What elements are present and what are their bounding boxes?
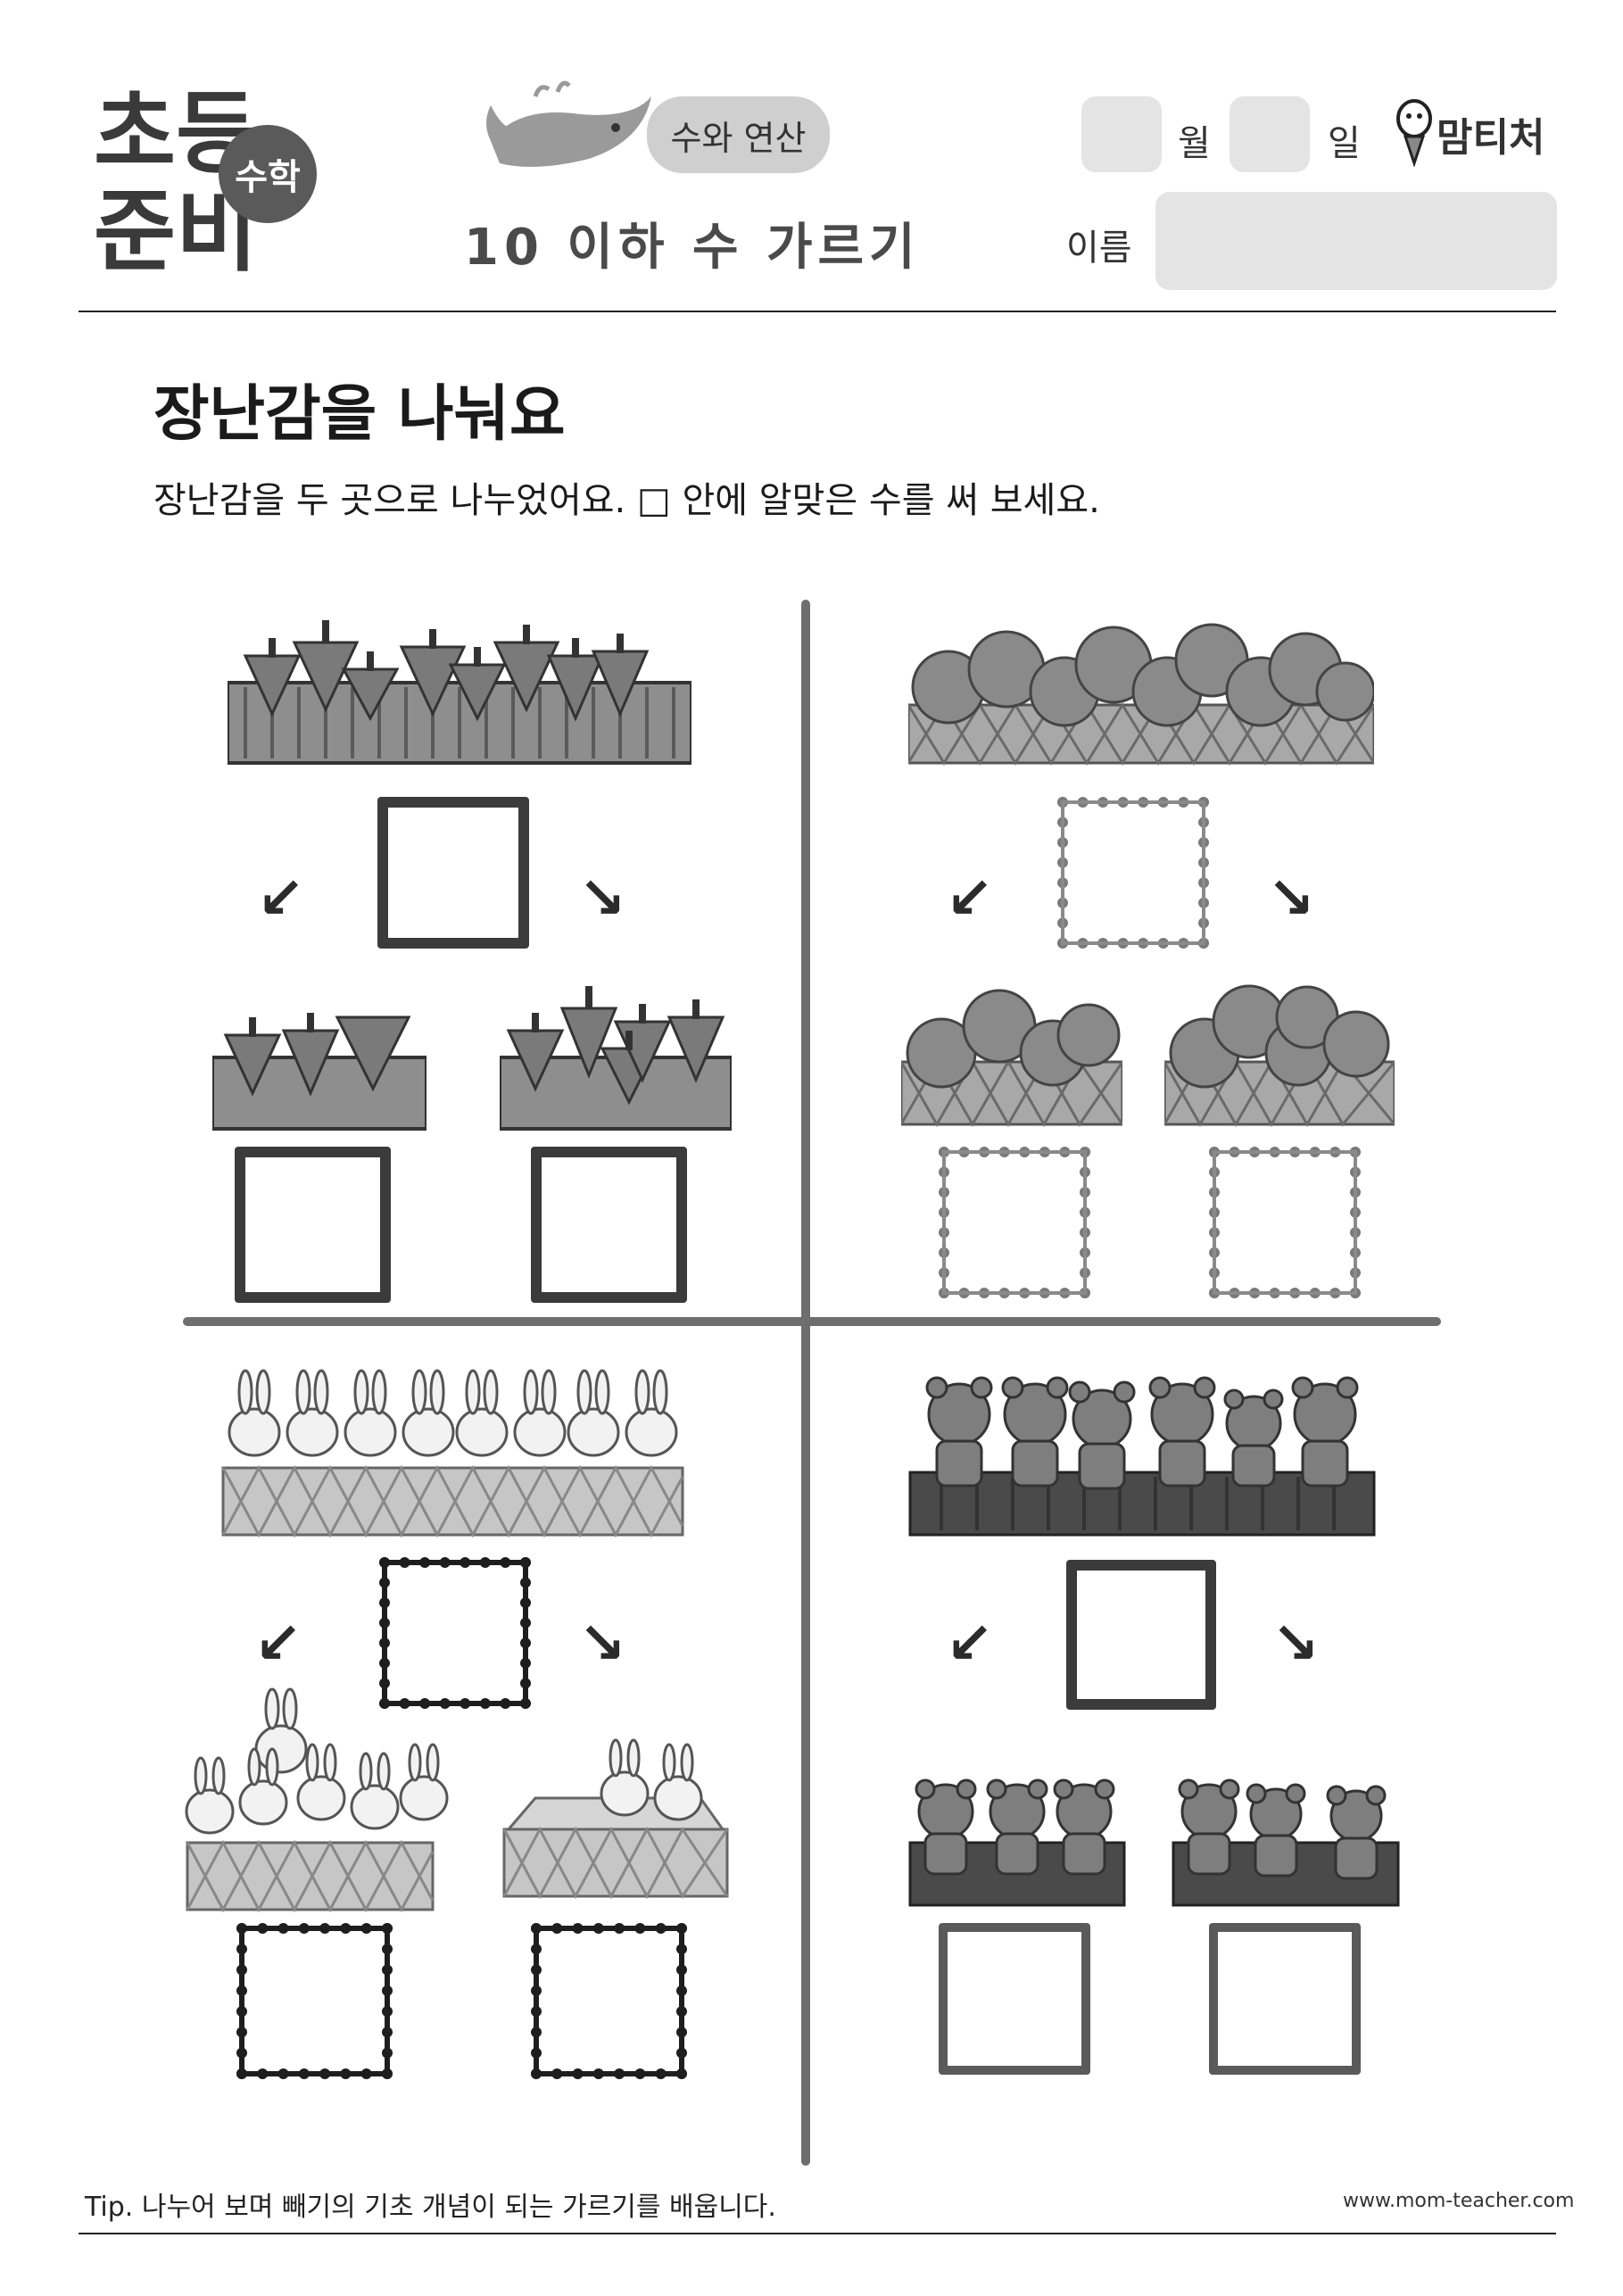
rabbits-total-box[interactable] bbox=[379, 1557, 531, 1709]
bears-tray-left bbox=[908, 1778, 1126, 1907]
header-divider bbox=[79, 311, 1556, 312]
page-title: 장난감을 나눠요 bbox=[153, 379, 566, 450]
balls-tray-full bbox=[908, 623, 1374, 766]
footer-divider bbox=[79, 2233, 1556, 2234]
rabbits-tray-right bbox=[502, 1738, 729, 1900]
pencil-mascot-icon bbox=[1396, 99, 1432, 168]
tops-tray-left bbox=[212, 1013, 426, 1131]
brand-name: 맘티처 bbox=[1437, 115, 1545, 161]
logo-badge: 수학 bbox=[219, 125, 317, 223]
category-pill: 수와 연산 bbox=[647, 96, 830, 173]
arrow-down-right-icon: ↘ bbox=[1271, 1611, 1320, 1677]
tops-total-box[interactable] bbox=[377, 797, 529, 949]
month-label: 월 bbox=[1178, 123, 1211, 164]
tops-right-box[interactable] bbox=[531, 1147, 687, 1303]
bears-right-box[interactable] bbox=[1209, 1923, 1361, 2075]
rabbits-tray-full bbox=[221, 1369, 684, 1538]
rabbits-tray-left bbox=[185, 1687, 449, 1913]
instruction-text: 장난감을 두 곳으로 나누었어요. □ 안에 알맞은 수를 써 보세요. bbox=[153, 480, 1100, 521]
logo: 초등 준비 수학 bbox=[94, 89, 326, 294]
day-input[interactable] bbox=[1230, 96, 1310, 172]
arrow-down-right-icon: ↘ bbox=[1267, 866, 1315, 932]
bears-total-box[interactable] bbox=[1066, 1560, 1216, 1710]
whale-icon bbox=[486, 80, 651, 167]
day-label: 일 bbox=[1328, 123, 1361, 164]
month-input[interactable] bbox=[1081, 96, 1162, 172]
balls-left-box[interactable] bbox=[939, 1147, 1090, 1298]
tip-text: Tip. 나누어 보며 빼기의 기초 개념이 되는 가르기를 배웁니다. bbox=[85, 2192, 776, 2223]
rabbits-right-box[interactable] bbox=[531, 1923, 687, 2079]
arrow-down-right-icon: ↘ bbox=[578, 866, 626, 932]
tops-tray-full bbox=[228, 620, 691, 765]
arrow-down-left-icon: ↙ bbox=[257, 866, 305, 932]
horizontal-divider bbox=[183, 1317, 1441, 1326]
balls-tray-right bbox=[1164, 984, 1395, 1128]
brand-logo: 맘티처 bbox=[1392, 96, 1561, 168]
tops-left-box[interactable] bbox=[235, 1147, 391, 1303]
site-url: www.mom-teacher.com bbox=[1343, 2190, 1575, 2212]
balls-total-box[interactable] bbox=[1057, 797, 1209, 949]
arrow-down-left-icon: ↙ bbox=[254, 1611, 302, 1677]
name-input[interactable] bbox=[1155, 192, 1557, 290]
vertical-divider bbox=[801, 600, 810, 2166]
arrow-down-left-icon: ↙ bbox=[946, 866, 994, 932]
rabbits-left-box[interactable] bbox=[236, 1923, 393, 2079]
balls-tray-left bbox=[901, 989, 1122, 1128]
arrow-down-right-icon: ↘ bbox=[578, 1611, 626, 1677]
bears-tray-right bbox=[1172, 1778, 1400, 1907]
bears-left-box[interactable] bbox=[939, 1923, 1090, 2075]
bears-tray-full bbox=[908, 1376, 1376, 1537]
arrow-down-left-icon: ↙ bbox=[946, 1611, 994, 1677]
tops-tray-right bbox=[500, 986, 732, 1131]
name-label: 이름 bbox=[1066, 228, 1132, 269]
worksheet-title: 10 이하 수 가르기 bbox=[464, 219, 921, 277]
balls-right-box[interactable] bbox=[1209, 1147, 1361, 1298]
